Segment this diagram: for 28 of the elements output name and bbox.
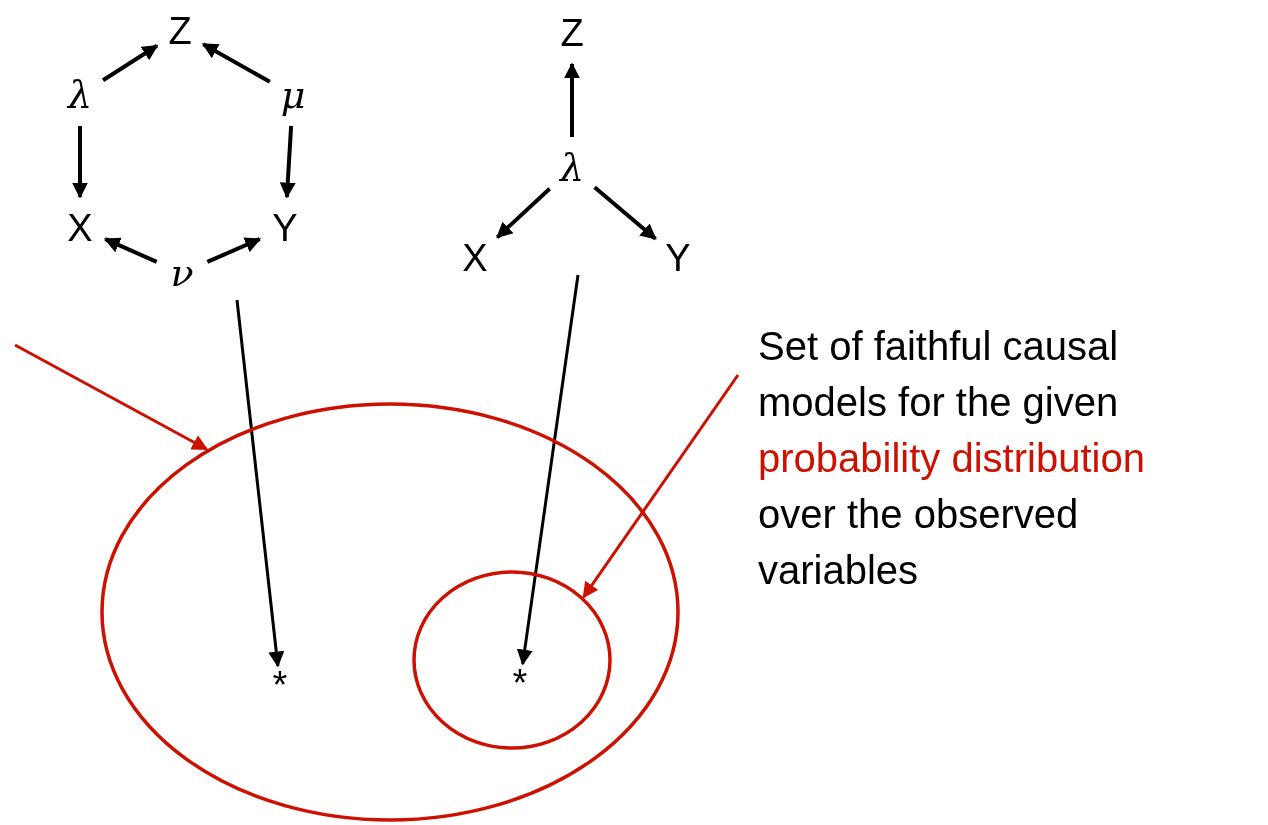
arrow <box>279 125 296 199</box>
arrow <box>593 185 657 241</box>
point-mark: * <box>508 666 532 700</box>
arrow <box>496 187 551 239</box>
arrow <box>235 299 285 668</box>
arrow <box>206 237 262 264</box>
annotation-text: Set of faithful causal models for the given probability distribution over the observed variables <box>758 318 1198 618</box>
set-ellipse <box>412 570 612 750</box>
arrow <box>103 237 158 264</box>
variable-label: X <box>62 205 98 251</box>
variable-label: Z <box>554 10 590 56</box>
variable-label: Y <box>660 235 696 281</box>
arrow <box>72 126 88 199</box>
arrow <box>201 42 271 84</box>
arrow <box>14 343 209 451</box>
arrow <box>101 44 159 82</box>
greek-variable: μ <box>275 72 311 118</box>
set-ellipse <box>100 402 680 822</box>
greek-variable: ν <box>164 250 200 296</box>
arrow <box>516 274 580 666</box>
variable-label: Z <box>162 8 198 54</box>
arrow <box>582 374 740 599</box>
point-mark: * <box>268 668 292 702</box>
greek-variable: λ <box>62 72 98 118</box>
variable-label: Y <box>267 205 303 251</box>
variable-label: X <box>457 235 493 281</box>
greek-variable: λ <box>554 145 590 191</box>
arrow <box>564 62 580 137</box>
